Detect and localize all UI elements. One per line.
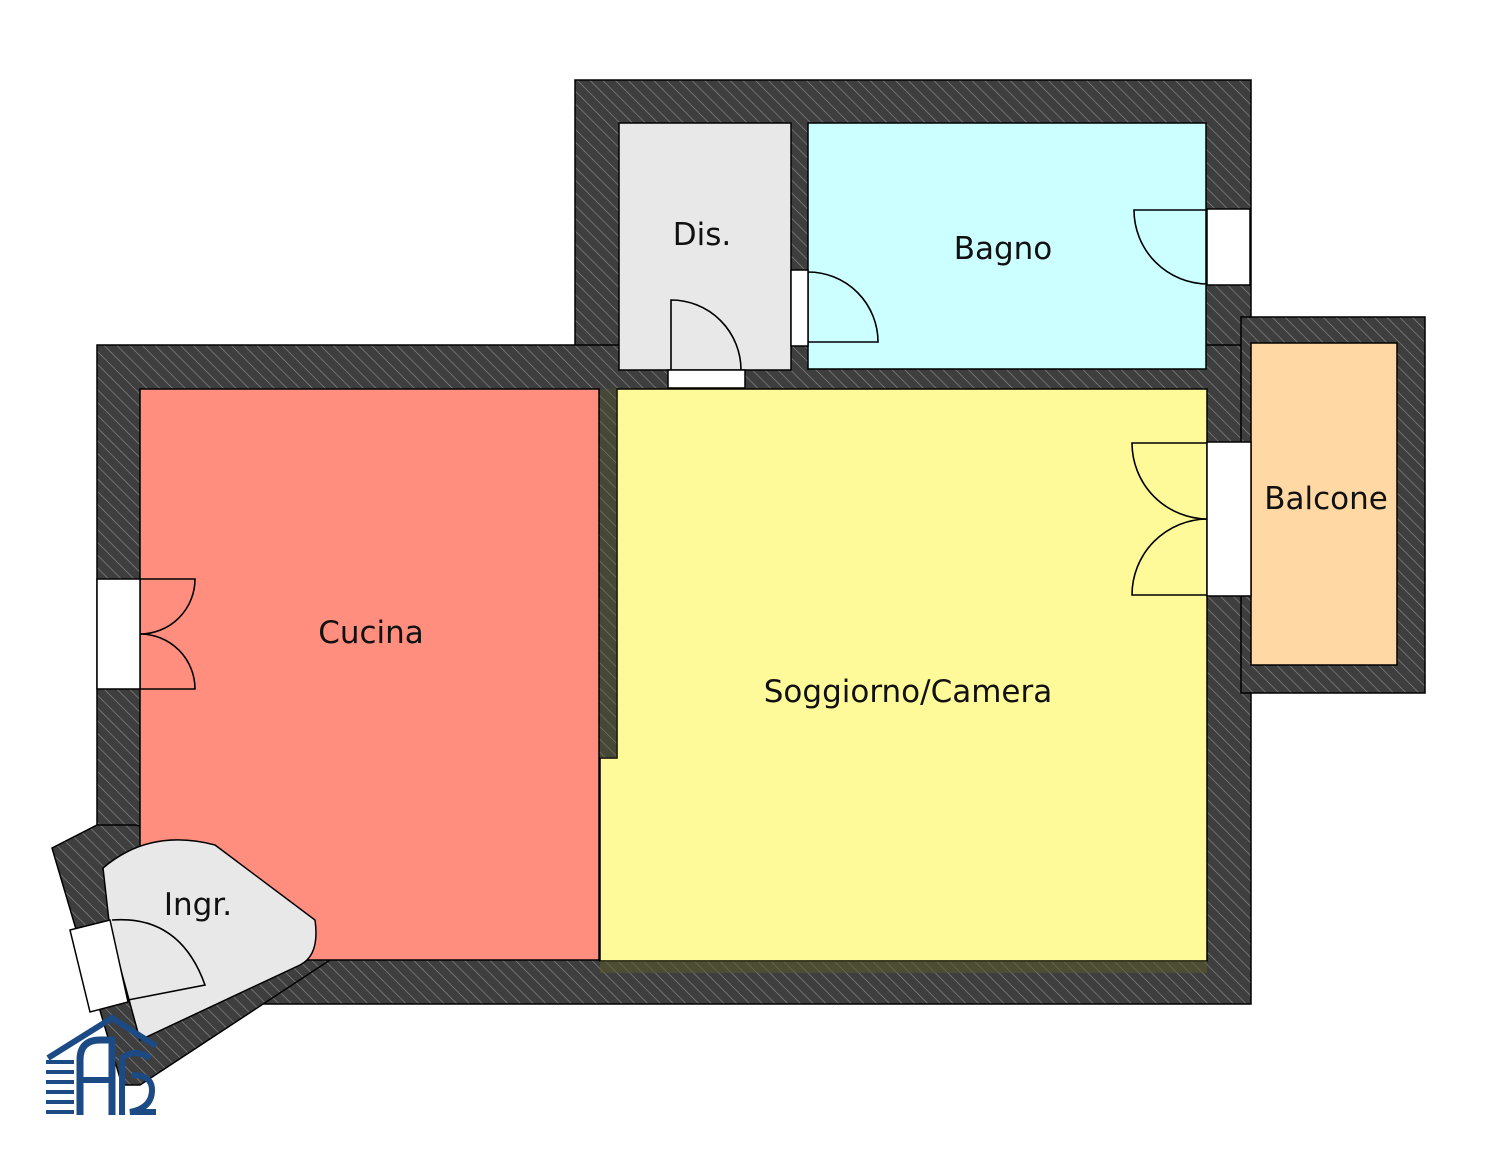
house-logo-icon [46,1014,158,1115]
door-swings [111,209,1208,1001]
window-cucina-top [139,578,196,635]
window-bagno [1133,209,1208,285]
label-dis: Dis. [673,217,732,253]
door-dis [670,299,742,371]
room-dis [618,122,792,371]
room-labels: Dis. Bagno Balcone Cucina Soggiorno/Came… [164,217,1388,923]
room-bagno [807,122,1207,370]
door-soggiorno-balcone-bottom [1131,518,1208,596]
room-balcone [1250,342,1398,666]
opening-dis-bottom [667,369,746,389]
opening-dis-bagno [790,269,809,347]
opening-soggiorno-balcone [1206,441,1252,597]
rooms [102,122,1398,1042]
label-cucina: Cucina [318,615,424,651]
opening-cucina-window [96,578,141,690]
door-bagno [807,271,879,343]
window-cucina-bottom [139,633,196,690]
label-balcone: Balcone [1264,481,1388,517]
opening-bagno-window [1206,208,1251,286]
door-ingresso [111,918,207,1001]
label-bagno: Bagno [954,231,1053,267]
label-soggiorno: Soggiorno/Camera [764,674,1053,710]
room-ingresso [102,839,317,1042]
opening-ingresso-door [69,919,129,1013]
soggiorno-partition-shadow [600,389,617,758]
soggiorno-shadow [600,961,1207,973]
label-ingresso: Ingr. [164,887,232,923]
door-soggiorno-balcone-top [1131,442,1208,520]
openings [69,208,1252,1013]
